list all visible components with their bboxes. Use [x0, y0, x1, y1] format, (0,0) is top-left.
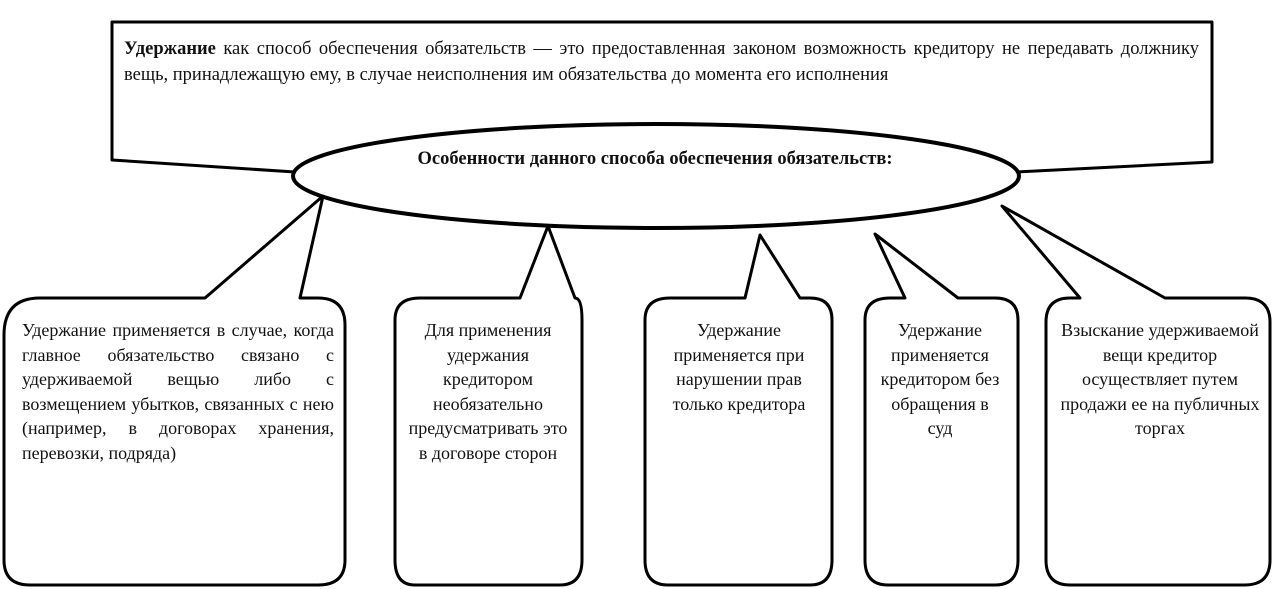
- feature-callout-3: [643, 233, 834, 587]
- definition-term: Удержание: [124, 39, 216, 59]
- feature-text-3: Удержание применяется при нарушении прав…: [672, 320, 806, 414]
- feature-text-2: Для применения удержания кредитором необ…: [408, 320, 568, 463]
- feature-text-4: Удержание применяется кредитором без обр…: [880, 320, 1000, 438]
- feature-callout-2: [393, 224, 584, 587]
- features-ellipse: [291, 122, 1021, 230]
- feature-callout-4: [863, 232, 1020, 587]
- center-title: Особенности данного способа обеспечения …: [417, 149, 893, 169]
- feature-text-1: Удержание применяется в случае, когда гл…: [22, 320, 334, 463]
- definition-text: Удержание как способ обеспечения обязате…: [124, 36, 1199, 88]
- feature-callout-1: [2, 194, 347, 587]
- feature-text-5: Взыскание удерживаемой вещи кредитор осу…: [1060, 320, 1260, 438]
- definition-body: как способ обеспечения обязательств — эт…: [124, 39, 1199, 85]
- feature-callout-5: [1000, 204, 1272, 587]
